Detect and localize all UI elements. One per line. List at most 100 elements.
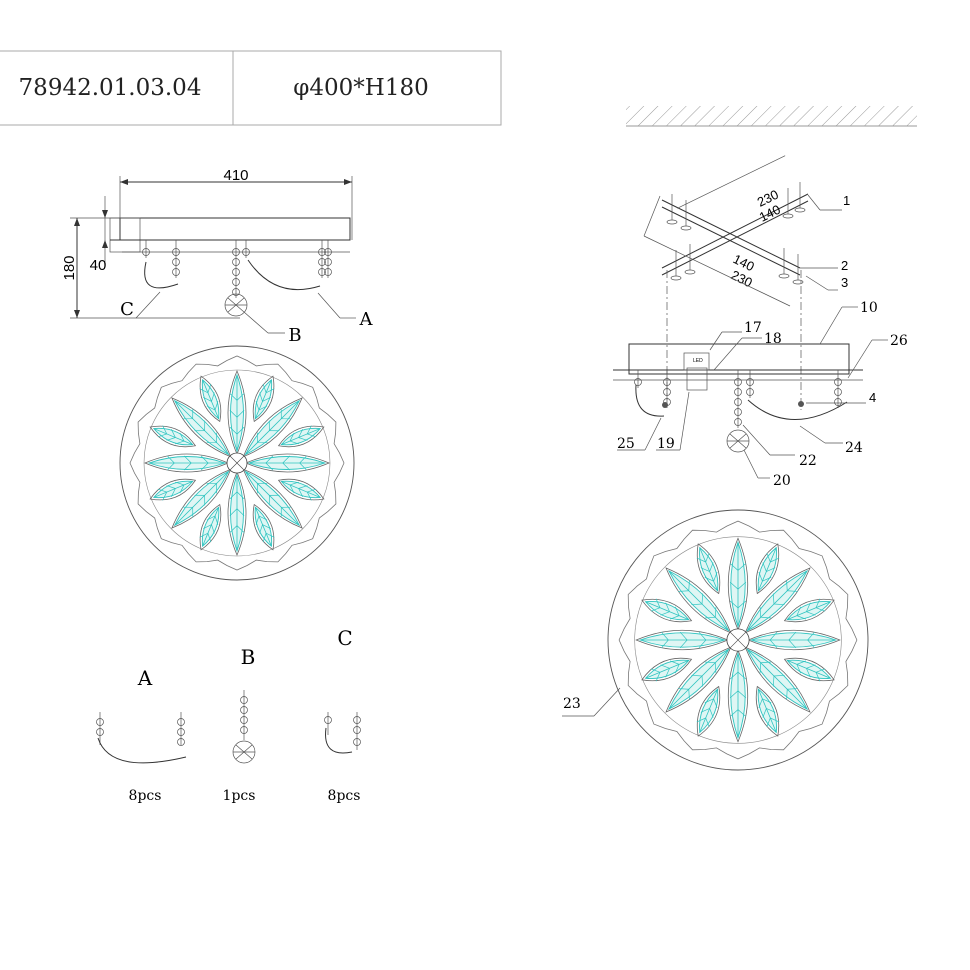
leaf-outline	[242, 397, 303, 458]
leaf-vein	[729, 600, 747, 609]
leaf-vein	[229, 426, 245, 435]
leaf-vein	[229, 508, 245, 517]
leaf-vein	[245, 471, 300, 526]
leaf-vein	[174, 471, 229, 526]
crystal-bead	[318, 268, 326, 276]
leaf-vein	[669, 660, 680, 674]
leaf-vein	[772, 674, 785, 687]
leaf-vein	[758, 698, 772, 709]
leaf-vein	[691, 593, 704, 606]
terminal-block	[686, 367, 708, 391]
crystal-bead	[324, 248, 332, 256]
assembly-side-view: LED 17 18 10 26 4 24 22 20 25 19	[613, 300, 908, 489]
leaf-vein	[786, 580, 798, 592]
leaf-vein	[166, 429, 176, 441]
leaf-vein	[262, 532, 275, 543]
leaf-vein	[660, 602, 671, 616]
crystal-bead	[746, 388, 754, 396]
leaf-vein	[175, 432, 185, 445]
leaf-vein	[758, 571, 772, 582]
leaf-vein	[206, 482, 218, 494]
leaf-vein	[256, 432, 268, 444]
leaf-outline	[149, 425, 197, 448]
leaf-vein	[650, 668, 661, 682]
leaf-outline	[783, 598, 835, 623]
callout-26: 26	[890, 333, 908, 349]
callout-19: 19	[657, 436, 675, 452]
leaf-vein	[759, 661, 772, 674]
leaf-vein	[661, 631, 669, 649]
crystal-bead	[834, 388, 842, 396]
leaf-outline	[245, 453, 331, 473]
label-c: C	[120, 299, 134, 320]
leaf-vein	[787, 601, 831, 620]
title-block-frame	[0, 50, 502, 126]
leaf-vein	[255, 515, 268, 525]
leaf-vein	[729, 671, 747, 680]
leaf-vein	[704, 606, 717, 619]
leaf-vein	[796, 660, 807, 674]
leaf-vein	[268, 420, 280, 432]
leaf-outline	[149, 478, 197, 501]
leaf-outline	[641, 657, 693, 682]
label-a: A	[359, 309, 374, 330]
crystal-bead	[734, 388, 742, 396]
crystal-bead	[324, 268, 332, 276]
height-dimension: 180	[61, 255, 78, 280]
part-a: A 8pcs	[96, 666, 187, 804]
crystal-bead	[834, 378, 842, 386]
part-a-arm	[247, 259, 321, 291]
leaf-vein	[289, 481, 299, 494]
leaf-vein	[762, 562, 776, 573]
washer	[684, 269, 696, 275]
leaf-vein	[807, 631, 815, 649]
crystal-bead	[172, 268, 180, 276]
leaf-vein	[645, 601, 689, 620]
canopy-body	[628, 343, 850, 375]
leaf-vein	[182, 408, 194, 420]
plan-view-assembly	[607, 509, 869, 771]
leaf-vein	[281, 480, 321, 498]
leaf-vein	[298, 485, 308, 497]
part-a-qty: 8pcs	[129, 788, 162, 804]
part-c-qty: 8pcs	[328, 788, 361, 804]
crystal-bead	[746, 378, 754, 386]
leaf-vein	[698, 631, 707, 649]
leaf-vein	[265, 455, 274, 471]
callout-17: 17	[744, 320, 762, 336]
crystal-bead	[242, 248, 250, 256]
crystal-bead	[734, 418, 742, 426]
crystal-bead	[834, 398, 842, 406]
leaf-vein	[668, 649, 729, 710]
leaf-vein	[282, 455, 291, 471]
leaf-vein	[691, 674, 704, 687]
leaf-vein	[699, 689, 718, 733]
leaf-vein	[202, 507, 220, 547]
leaf-vein	[299, 455, 307, 471]
inner-rim	[634, 536, 842, 744]
crystal-bead	[232, 278, 240, 286]
leaf-outline	[199, 503, 222, 551]
leaf-vein	[203, 392, 215, 402]
leaf-vein	[153, 428, 193, 446]
leaf-vein	[668, 570, 729, 631]
leaf-vein	[206, 432, 218, 444]
leaf-vein	[166, 485, 176, 497]
leaf-vein	[206, 515, 219, 525]
leaf-outline	[665, 646, 732, 713]
outer-rim	[119, 345, 355, 581]
leaf-outline	[744, 567, 811, 634]
part-a-letter: A	[137, 666, 153, 690]
washer	[680, 225, 692, 231]
washer	[782, 213, 794, 219]
crystal-bead	[318, 258, 326, 266]
leaf-vein	[281, 428, 321, 446]
crystal-bead	[734, 408, 742, 416]
leaf-outline	[635, 629, 729, 651]
leaf-outline	[755, 543, 780, 595]
leaf-vein	[199, 383, 212, 394]
leaf-outline	[227, 369, 247, 455]
leaf-vein	[298, 429, 308, 441]
leaf-vein	[704, 698, 718, 709]
leaf-vein	[199, 532, 212, 543]
